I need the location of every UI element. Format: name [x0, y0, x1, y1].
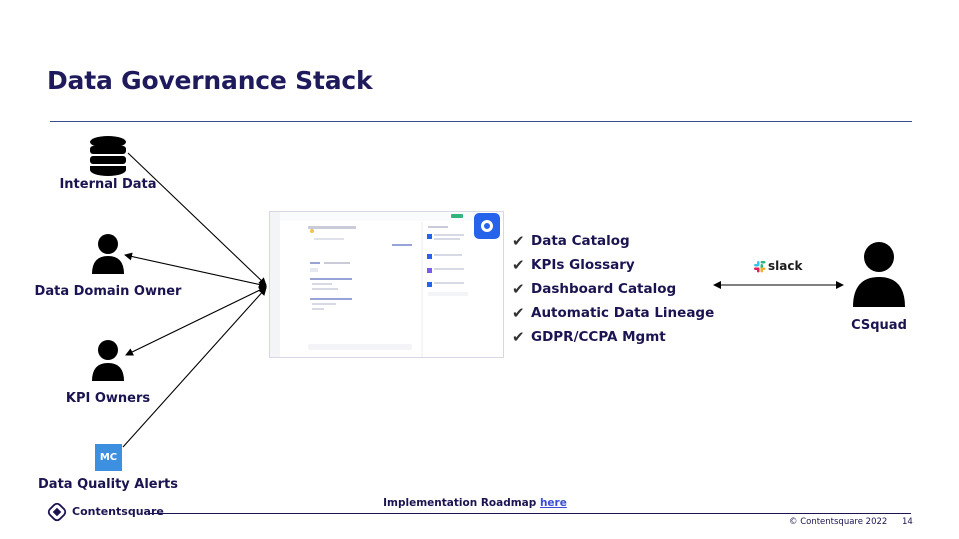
arrow-internal-data: [127, 152, 267, 286]
database-icon: [90, 136, 126, 176]
monte-carlo-icon: MC: [95, 444, 122, 471]
list-item: ✔ Dashboard Catalog: [512, 277, 714, 301]
label-internal-data: Internal Data: [59, 177, 157, 192]
slack-logo-icon: [754, 261, 766, 273]
copyright: © Contentsquare 2022: [789, 517, 888, 527]
check-icon: ✔: [512, 256, 525, 274]
slack-integration: slack: [753, 259, 802, 273]
list-item: ✔ KPIs Glossary: [512, 253, 714, 277]
capabilities-list: ✔ Data Catalog ✔ KPIs Glossary ✔ Dashboa…: [512, 229, 714, 349]
capability-label: Automatic Data Lineage: [531, 305, 715, 321]
page-number: 14: [902, 517, 913, 527]
arrow-data-domain-owner: [124, 252, 267, 289]
person-icon-domain-owner: [92, 234, 124, 274]
title-divider: [50, 121, 912, 122]
footer-divider: [150, 513, 911, 514]
capability-label: GDPR/CCPA Mgmt: [531, 329, 666, 345]
capability-label: Dashboard Catalog: [531, 281, 677, 297]
app-screenshot-mockup: [270, 212, 503, 357]
app-logo-icon: [474, 213, 500, 239]
check-icon: ✔: [512, 232, 525, 250]
roadmap-note: Implementation Roadmap here: [383, 497, 567, 509]
label-data-quality-alerts: Data Quality Alerts: [38, 477, 178, 492]
arrow-kpi-owners: [125, 286, 267, 356]
roadmap-link[interactable]: here: [539, 497, 567, 509]
check-icon: ✔: [512, 328, 525, 346]
arrow-data-quality: [122, 287, 267, 448]
list-item: ✔ Data Catalog: [512, 229, 714, 253]
data-catalog-app-screenshot: [269, 211, 504, 358]
person-icon-kpi-owners: [92, 340, 124, 381]
list-item: ✔ Automatic Data Lineage: [512, 301, 714, 325]
brand: Contentsquare: [47, 502, 164, 520]
capability-label: Data Catalog: [531, 233, 630, 249]
label-data-domain-owner: Data Domain Owner: [34, 284, 182, 299]
brand-name: Contentsquare: [72, 504, 164, 518]
page-title: Data Governance Stack: [47, 66, 373, 95]
person-icon-csquad: [853, 242, 905, 307]
slack-label: slack: [768, 259, 803, 273]
label-kpi-owners: KPI Owners: [65, 391, 151, 406]
label-csquad: CSquad: [851, 318, 907, 333]
capability-label: KPIs Glossary: [531, 257, 635, 273]
check-icon: ✔: [512, 280, 525, 298]
check-icon: ✔: [512, 304, 525, 322]
roadmap-prefix: Implementation Roadmap: [383, 497, 540, 509]
list-item: ✔ GDPR/CCPA Mgmt: [512, 325, 714, 349]
